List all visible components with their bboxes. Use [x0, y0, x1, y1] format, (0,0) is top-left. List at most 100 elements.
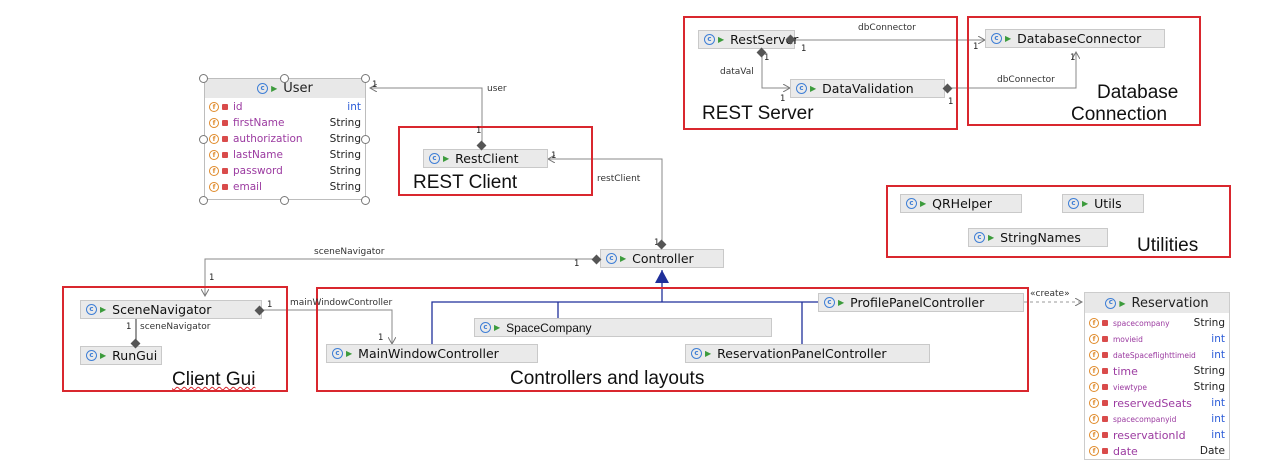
class-profile-panel-controller[interactable]: ▶ ProfilePanelController: [818, 293, 1024, 312]
private-lock-icon: [222, 184, 228, 190]
class-main-window-controller[interactable]: ▶ MainWindowController: [326, 344, 538, 363]
field-name: id: [233, 101, 243, 113]
class-name: DataValidation: [822, 81, 914, 96]
class-reservation[interactable]: ▶ Reservation spacecompanyStringmovieidi…: [1084, 292, 1230, 460]
visibility-icon: ▶: [271, 84, 278, 93]
multiplicity: 1: [1070, 53, 1076, 63]
class-run-gui[interactable]: ▶ RunGui: [80, 346, 162, 365]
class-name: ReservationPanelController: [717, 346, 887, 361]
resize-handle[interactable]: [199, 74, 208, 83]
class-name: RestServer: [730, 32, 799, 47]
class-name: SceneNavigator: [112, 302, 212, 317]
field-row[interactable]: date Date: [1085, 443, 1229, 459]
visibility-icon: ▶: [838, 298, 845, 307]
resize-handle[interactable]: [199, 196, 208, 205]
group-label-controllers-layouts: Controllers and layouts: [510, 368, 705, 389]
resize-handle[interactable]: [199, 135, 208, 144]
multiplicity: 1: [378, 333, 384, 343]
class-header: ▶ Reservation: [1085, 293, 1229, 313]
class-icon: [704, 34, 715, 45]
private-lock-icon: [222, 120, 228, 126]
field-row[interactable]: firstName String: [205, 115, 365, 131]
field-type: Date: [1199, 445, 1225, 457]
private-lock-icon: [1102, 368, 1108, 374]
field-type: String: [329, 117, 361, 129]
multiplicity: 1: [973, 42, 979, 52]
class-name: Reservation: [1131, 295, 1209, 311]
multiplicity: 1: [780, 94, 786, 104]
field-icon: [1089, 334, 1099, 344]
class-data-validation[interactable]: ▶ DataValidation: [790, 79, 945, 98]
class-controller[interactable]: ▶ Controller: [600, 249, 724, 268]
group-database-connection: [967, 16, 1201, 126]
class-reservation-panel-controller[interactable]: ▶ ReservationPanelController: [685, 344, 930, 363]
class-scene-navigator[interactable]: ▶ SceneNavigator: [80, 300, 262, 319]
class-string-names[interactable]: ▶ StringNames: [968, 228, 1108, 247]
class-rest-client[interactable]: ▶ RestClient: [423, 149, 548, 168]
field-icon: [209, 118, 219, 128]
class-name: Utils: [1094, 196, 1122, 211]
class-rest-server[interactable]: ▶ RestServer: [698, 30, 799, 49]
class-name: RestClient: [455, 151, 519, 166]
field-name: firstName: [233, 117, 285, 129]
class-name: MainWindowController: [358, 346, 499, 361]
edge-label-create: «create»: [1030, 289, 1070, 299]
edge-controller-restclient: [548, 159, 663, 250]
class-qr-helper[interactable]: ▶ QRHelper: [900, 194, 1022, 213]
class-icon: [691, 348, 702, 359]
visibility-icon: ▶: [920, 199, 927, 208]
resize-handle[interactable]: [280, 196, 289, 205]
field-name: reservationId: [1113, 428, 1186, 442]
field-name: dateSpaceflighttimeid: [1113, 350, 1196, 360]
class-name: QRHelper: [932, 196, 993, 211]
multiplicity: 1: [372, 80, 378, 90]
class-icon: [86, 350, 97, 361]
visibility-icon: ▶: [1119, 298, 1126, 308]
edge-label-rest-client: restClient: [597, 174, 641, 184]
field-name: date: [1113, 444, 1138, 458]
class-name: SpaceCompany: [506, 320, 592, 335]
edge-restserver-datavalidation: [761, 52, 790, 88]
field-icon: [1089, 366, 1099, 376]
class-utils[interactable]: ▶ Utils: [1062, 194, 1144, 213]
class-space-company[interactable]: ▶ SpaceCompany: [474, 318, 772, 337]
field-icon: [1089, 350, 1099, 360]
class-name: RunGui: [112, 348, 158, 363]
private-lock-icon: [1102, 336, 1108, 342]
resize-handle[interactable]: [361, 135, 370, 144]
private-lock-icon: [1102, 448, 1108, 454]
resize-handle[interactable]: [361, 196, 370, 205]
multiplicity: 1: [267, 300, 273, 310]
edge-label-dbconnector-top: dbConnector: [858, 23, 916, 33]
resize-handle[interactable]: [361, 74, 370, 83]
group-label-utilities: Utilities: [1137, 235, 1199, 256]
group-label-rest-client: REST Client: [413, 172, 518, 193]
resize-handle[interactable]: [280, 74, 289, 83]
class-database-connector[interactable]: ▶ DatabaseConnector: [985, 29, 1165, 48]
class-icon: [991, 33, 1002, 44]
edge-inheritance-tree: [431, 270, 818, 352]
multiplicity: 1: [764, 53, 770, 63]
class-name: User: [283, 81, 313, 96]
visibility-icon: ▶: [705, 349, 712, 358]
visibility-icon: ▶: [494, 323, 501, 332]
private-lock-icon: [222, 104, 228, 110]
class-icon: [1105, 297, 1117, 309]
edge-scenenavigator-mainwindow: [262, 309, 392, 344]
